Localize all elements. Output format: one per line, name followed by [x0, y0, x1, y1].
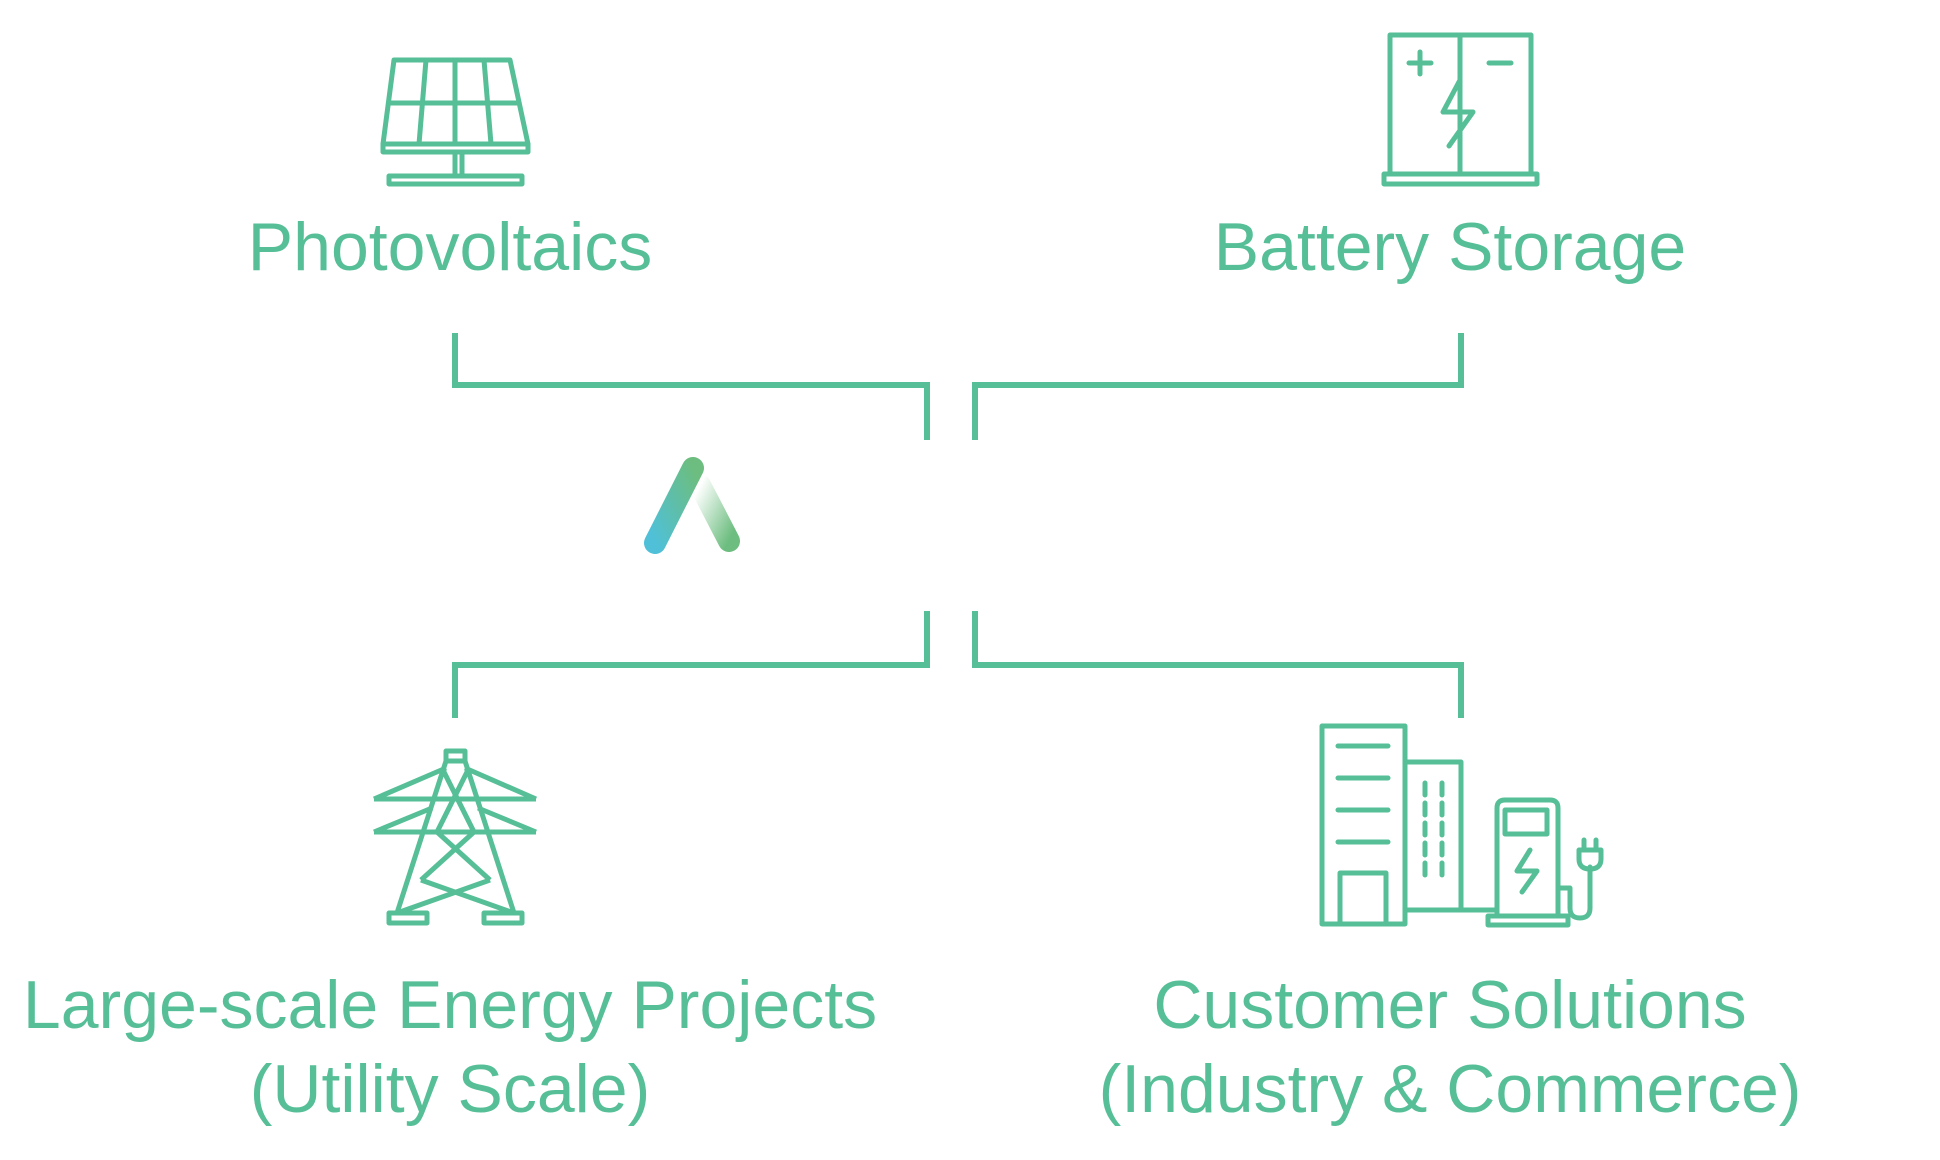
customer-solutions-label-line1: Customer Solutions	[1153, 967, 1747, 1043]
customer-solutions-label: Customer Solutions (Industry & Commerce)	[1099, 963, 1802, 1131]
logo-mark-icon	[644, 457, 740, 554]
power-tower-icon	[373, 748, 538, 926]
battery-storage-icon	[1381, 32, 1540, 187]
building-charging-station-icon	[1319, 723, 1604, 928]
large-scale-label: Large-scale Energy Projects (Utility Sca…	[23, 963, 877, 1131]
connector-photovoltaics	[452, 333, 930, 440]
connector-battery-storage	[972, 333, 1464, 440]
battery-storage-label: Battery Storage	[1214, 205, 1686, 289]
photovoltaics-label: Photovoltaics	[248, 205, 652, 289]
photovoltaics-label-text: Photovoltaics	[247, 209, 653, 285]
connector-customer-solutions	[972, 611, 1464, 718]
connectors	[452, 333, 1464, 718]
solar-panel-icon	[380, 57, 531, 187]
connector-large-scale	[452, 611, 930, 718]
battery-storage-label-text: Battery Storage	[1213, 209, 1687, 285]
customer-solutions-label-line2: (Industry & Commerce)	[1098, 1051, 1802, 1127]
large-scale-label-line1: Large-scale Energy Projects	[22, 967, 878, 1043]
large-scale-label-line2: (Utility Scale)	[249, 1051, 651, 1127]
